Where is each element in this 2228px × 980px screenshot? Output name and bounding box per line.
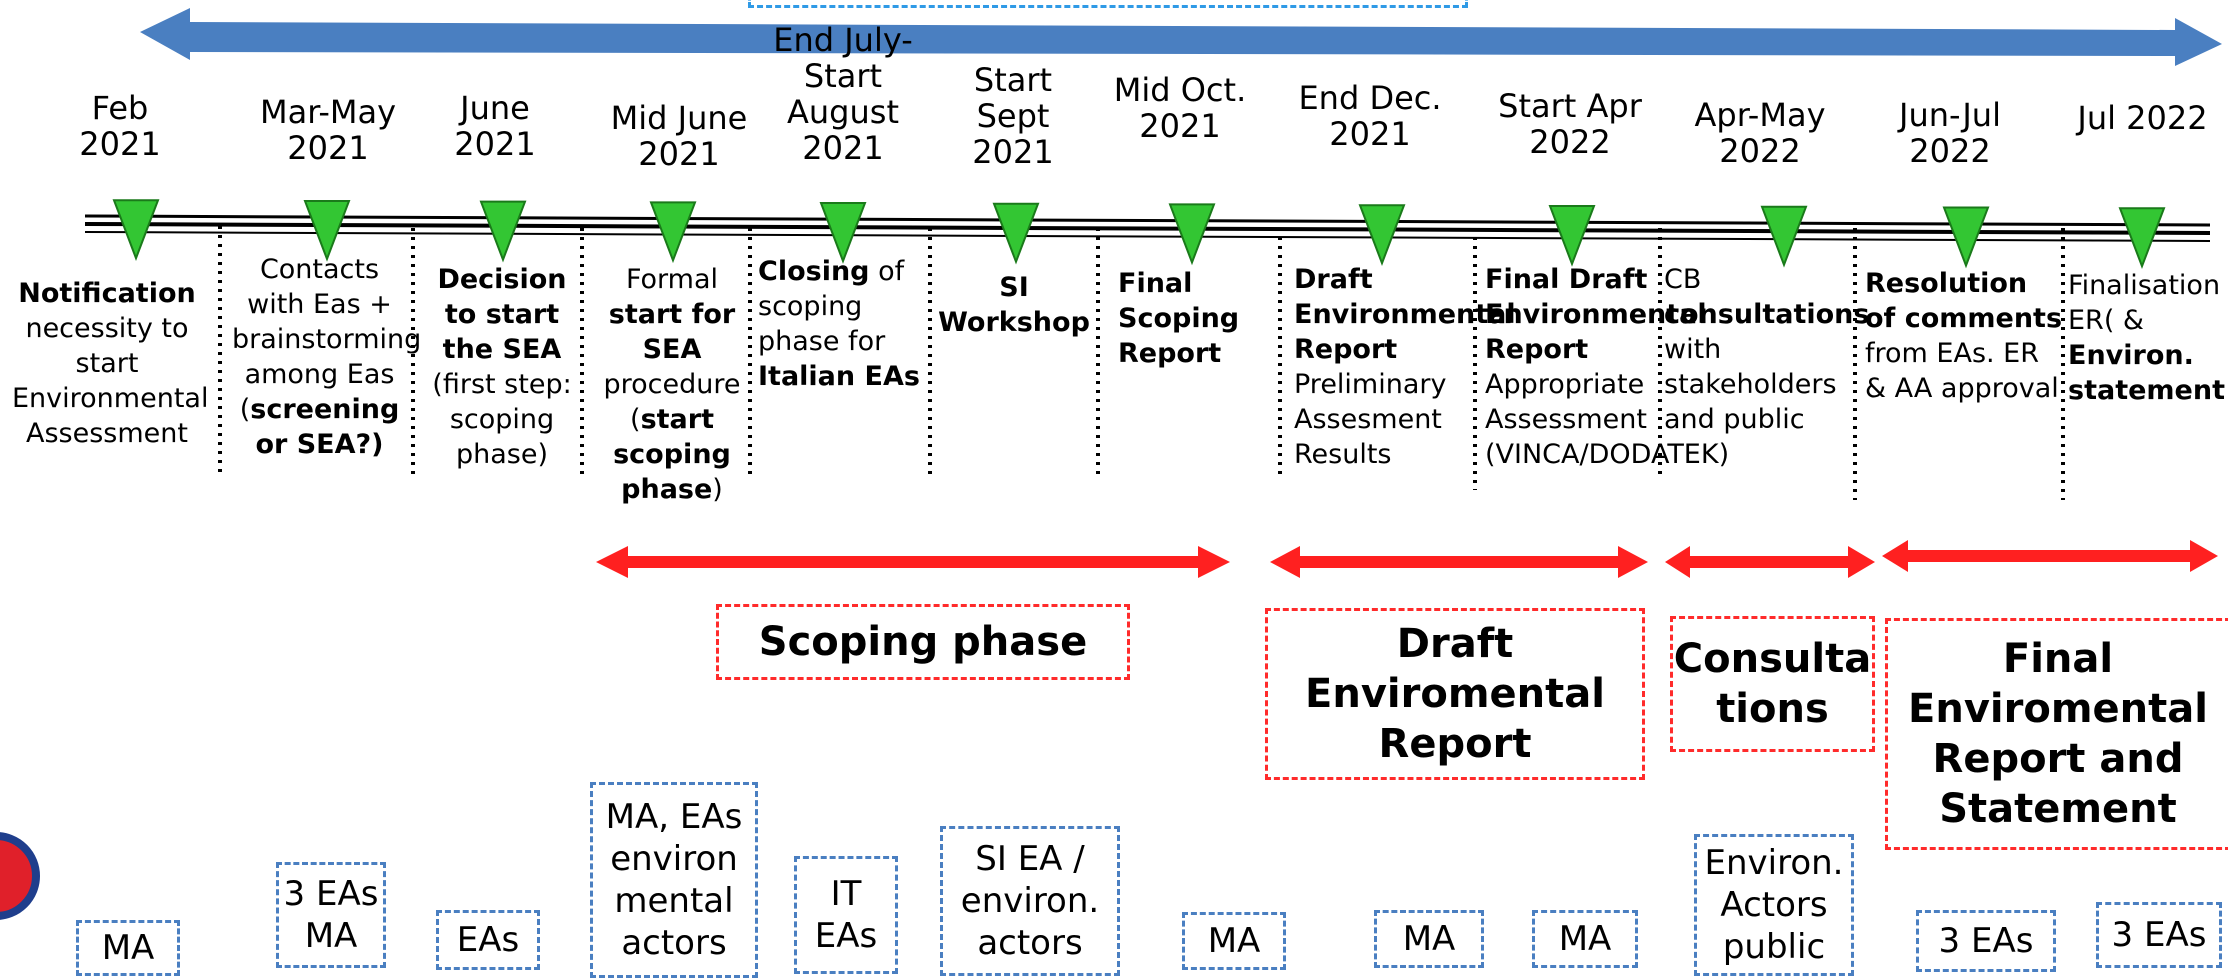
date-label: Apr-May 2022	[1694, 96, 1826, 170]
date-label: Start Apr 2022	[1498, 87, 1642, 161]
phase-box-consultations: Consultations	[1670, 616, 1875, 752]
milestone-description: Contacts with Eas + brainstorming among …	[232, 252, 421, 462]
actor-box: MA	[1532, 910, 1638, 968]
milestone-marker	[1358, 204, 1406, 267]
description-run: with stakeholders and public	[1664, 334, 1837, 435]
milestone-marker	[1548, 204, 1596, 267]
description-run: Finalisation ER( &	[2068, 270, 2221, 336]
top-dashed-box	[748, 0, 1468, 8]
milestone-description: Notification necessity to start Environm…	[12, 276, 208, 451]
phase-arrow-scoping	[596, 546, 1230, 578]
description-run: necessity to start Environmental Assessm…	[12, 313, 209, 449]
milestone-description: Final Draft Environmental Report Appropr…	[1485, 262, 1729, 472]
separator-lines	[218, 226, 2065, 500]
milestone-marker	[1760, 205, 1808, 268]
actor-box: MA	[76, 920, 180, 976]
actor-box: EAs	[436, 910, 540, 970]
milestone-description: CB consultations with stakeholders and p…	[1664, 262, 1869, 437]
date-label: End Dec. 2021	[1298, 79, 1442, 153]
description-run: Decision to start the SEA	[437, 264, 567, 365]
timeline-arrow	[140, 8, 2222, 66]
date-label: End July-Start August 2021	[773, 21, 913, 167]
milestone-description: Draft Environmental Report Preliminary A…	[1294, 262, 1516, 472]
phase-arrow-consultations	[1665, 546, 1875, 578]
description-run: Notification	[18, 278, 196, 309]
description-run: Environ. statement	[2068, 340, 2225, 406]
phase-box-draft-report: Draft Enviromental Report	[1265, 608, 1645, 780]
milestone-marker	[819, 202, 867, 264]
description-run: start for SEA	[608, 299, 736, 365]
phase-box-scoping: Scoping phase	[716, 604, 1130, 680]
milestone-marker	[2118, 207, 2166, 270]
description-run: Draft Environmental Report	[1294, 264, 1516, 365]
actor-box: 3 EAs	[2096, 902, 2222, 968]
description-run: consultations	[1664, 299, 1870, 330]
milestone-marker	[303, 199, 351, 262]
milestone-description: Final Scoping Report	[1118, 266, 1268, 371]
timeline-axis	[84, 214, 2211, 242]
description-run: Resolution of comments	[1865, 268, 2063, 334]
date-label: Mid Oct. 2021	[1113, 71, 1247, 145]
milestone-description: SI Workshop	[935, 270, 1093, 340]
actor-box: MA, EAs environ mental actors	[590, 782, 758, 978]
actor-box: MA	[1182, 912, 1286, 970]
milestone-marker	[992, 202, 1040, 265]
description-run: CB	[1664, 264, 1702, 295]
description-run: Formal	[625, 264, 719, 295]
description-run: Italian EAs	[758, 361, 920, 392]
milestone-marker	[112, 199, 160, 262]
milestone-marker	[1168, 203, 1216, 266]
description-run: (first step: scoping phase)	[432, 369, 572, 470]
actor-box: 3 EAs	[1916, 910, 2056, 972]
description-run: Final Scoping Report	[1118, 268, 1240, 369]
description-run: of scoping phase for	[758, 256, 905, 357]
actor-box: MA	[1374, 910, 1484, 968]
description-run: Preliminary Assesment Results	[1294, 369, 1447, 470]
phase-arrow-draft	[1270, 546, 1648, 578]
description-run: Appropriate Assessment (VINCA/DODATEK)	[1485, 369, 1730, 470]
description-run: procedure (	[603, 369, 741, 435]
actor-box: Environ. Actors public	[1694, 834, 1854, 976]
date-label: Jul 2022	[2077, 99, 2208, 137]
actor-box: SI EA / environ. actors	[940, 826, 1120, 976]
description-run: SI Workshop	[938, 272, 1090, 338]
description-run: from EAs. ER & AA approval	[1865, 338, 2059, 404]
date-label: Jun-Jul 2022	[1899, 96, 2001, 170]
milestone-description: Finalisation ER( & Environ. statement	[2068, 268, 2228, 408]
description-run: screening or SEA?)	[250, 394, 400, 460]
milestone-markers	[112, 199, 2166, 270]
description-run: Contacts with Eas + brainstorming among …	[232, 254, 422, 425]
date-label: Mid June 2021	[610, 99, 748, 173]
description-run: start scoping phase	[613, 404, 731, 505]
phase-arrow-final	[1882, 540, 2218, 572]
description-run: )	[712, 474, 723, 505]
logo	[0, 832, 40, 920]
phase-box-final-report: Final Enviromental Report and Statement	[1885, 618, 2228, 850]
actor-box: IT EAs	[794, 856, 898, 974]
milestone-description: Resolution of comments from EAs. ER & AA…	[1865, 266, 2063, 406]
description-run: Final Draft Environmental Report	[1485, 264, 1707, 365]
milestone-description: Formal start for SEA procedure (start sc…	[596, 262, 748, 507]
phase-arrows	[596, 540, 2218, 578]
milestone-description: Closing of scoping phase for Italian EAs	[758, 254, 928, 394]
description-run: Closing	[758, 256, 870, 287]
milestone-marker	[479, 200, 527, 263]
milestone-marker	[1942, 206, 1990, 269]
date-label: June 2021	[454, 89, 536, 163]
date-label: Mar-May 2021	[259, 93, 397, 167]
milestone-marker	[649, 201, 697, 264]
milestone-description: Decision to start the SEA (first step: s…	[428, 262, 576, 472]
actor-box: 3 EAs MA	[276, 862, 386, 968]
date-label: Start Sept 2021	[972, 61, 1054, 171]
date-label: Feb 2021	[79, 89, 161, 163]
